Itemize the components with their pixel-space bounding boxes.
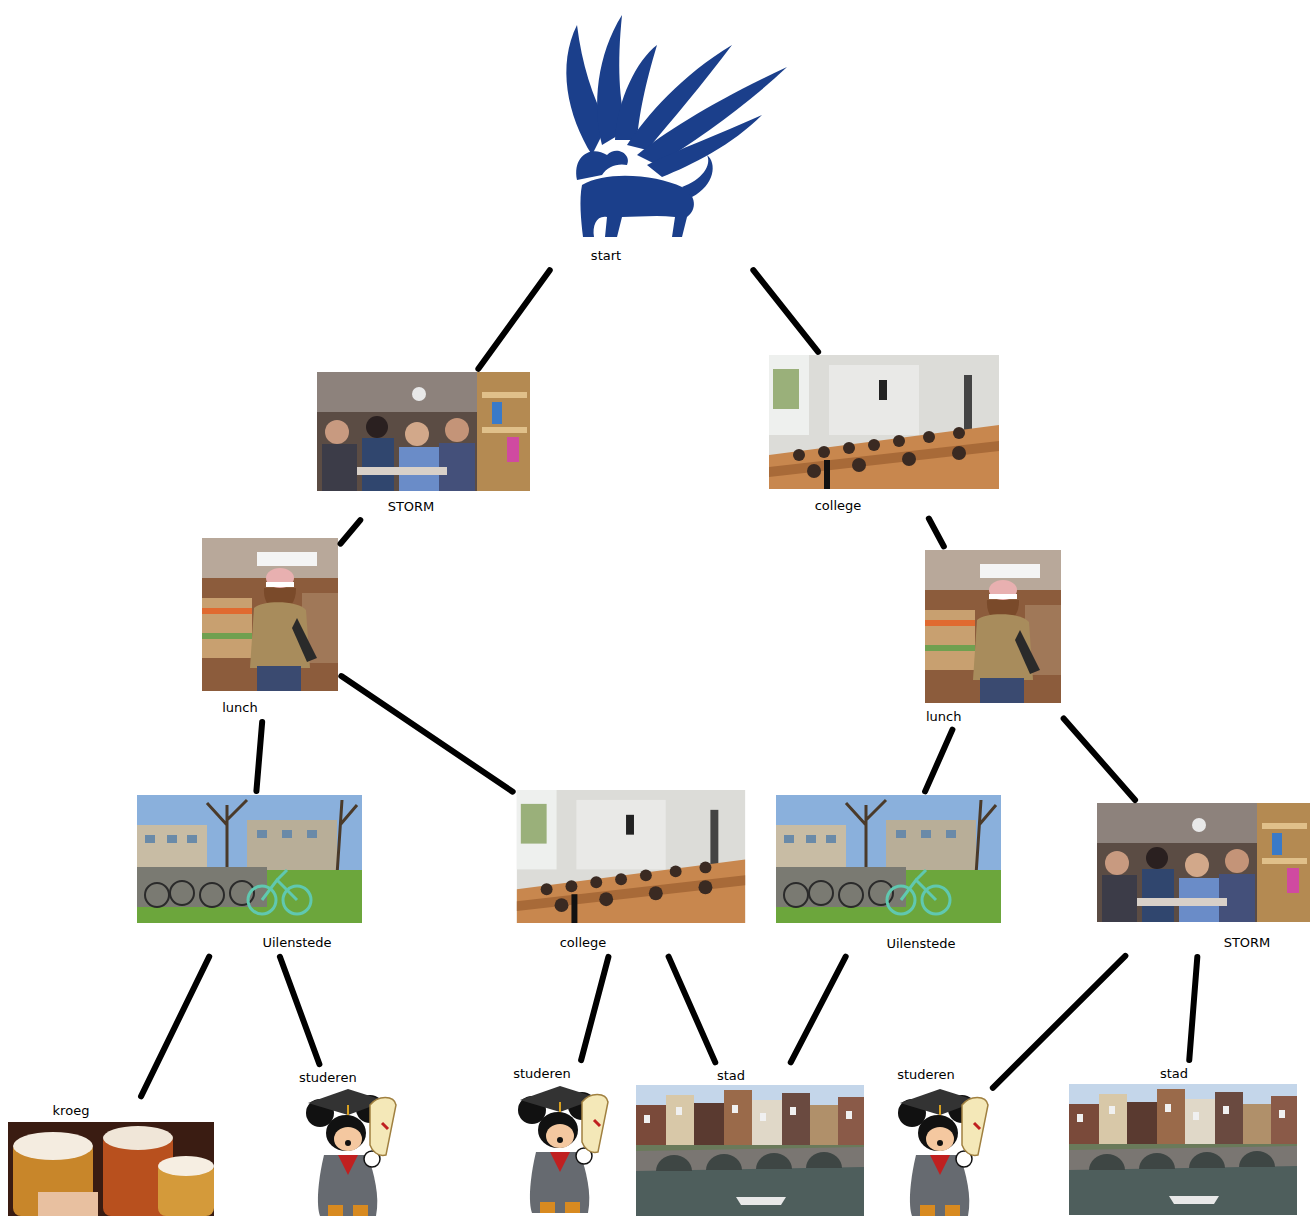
canal-photo	[636, 1085, 864, 1216]
beer-photo	[8, 1122, 214, 1216]
tree-connector	[341, 676, 512, 792]
photo-node: Uilenstede	[137, 795, 362, 953]
node-label: college	[814, 498, 863, 513]
connector-line	[341, 520, 361, 544]
graduate-figure	[898, 1089, 988, 1216]
photo-node: studeren	[510, 1064, 610, 1216]
storm-photo	[317, 372, 530, 491]
tree-connector	[791, 957, 846, 1063]
lecture-hall-photo	[517, 790, 745, 923]
photo-node: STORM	[317, 372, 530, 517]
graduate-figure	[518, 1086, 608, 1213]
tree-connector	[1189, 957, 1197, 1060]
tree-connector	[753, 270, 818, 352]
photo-node: studeren	[890, 1065, 990, 1216]
connector-line	[993, 956, 1126, 1088]
uilenstede-photo	[776, 795, 1001, 923]
node-label: STORM	[1223, 935, 1272, 950]
photo-node: college	[516, 790, 746, 953]
tree-connector	[1064, 719, 1135, 800]
photo-node: lunch	[925, 550, 1061, 726]
photo-node: Uilenstede	[776, 795, 1001, 953]
node-label: stad	[716, 1068, 746, 1083]
uilenstede-photo	[137, 795, 362, 923]
photo-node: start	[497, 5, 797, 267]
canal-photo	[1069, 1084, 1297, 1215]
node-label: STORM	[387, 499, 436, 514]
node-label: Uilenstede	[261, 935, 332, 950]
storm-photo	[1097, 803, 1310, 922]
tree-connector	[478, 270, 549, 369]
connector-line	[1189, 957, 1197, 1060]
connector-line	[1064, 719, 1135, 800]
griffin-logo	[566, 15, 787, 237]
photo-node: lunch	[202, 538, 338, 718]
node-label: studeren	[298, 1070, 358, 1085]
lunch-photo	[202, 538, 338, 691]
connector-line	[791, 957, 846, 1063]
tree-connector	[669, 957, 716, 1063]
tree-connector	[141, 957, 209, 1097]
photo-node: kroeg	[8, 1100, 214, 1216]
connector-line	[341, 676, 512, 792]
tree-connector	[341, 520, 361, 544]
connector-line	[141, 957, 209, 1097]
graduate-figure	[306, 1089, 396, 1216]
tree-connector	[581, 957, 608, 1060]
photo-node: college	[769, 355, 999, 515]
node-label: Uilenstede	[885, 936, 956, 951]
photo-node: STORM	[1097, 803, 1310, 953]
connector-line	[753, 270, 818, 352]
connector-line	[581, 957, 608, 1060]
node-label: studeren	[512, 1066, 572, 1081]
node-label: lunch	[221, 700, 258, 715]
photo-node: stad	[1069, 1064, 1297, 1216]
lunch-photo	[925, 550, 1061, 703]
node-label: lunch	[925, 709, 962, 724]
node-label: studeren	[896, 1067, 956, 1082]
node-label: kroeg	[52, 1103, 91, 1118]
node-label: start	[590, 248, 622, 263]
tree-connector	[925, 730, 952, 792]
photo-node: studeren	[298, 1068, 398, 1216]
node-label: stad	[1159, 1066, 1189, 1081]
tree-connector	[929, 519, 944, 547]
connector-line	[280, 957, 320, 1064]
photo-node: stad	[636, 1066, 864, 1216]
connector-line	[929, 519, 944, 547]
lecture-hall-photo	[769, 355, 999, 489]
node-label: college	[559, 935, 608, 950]
connector-line	[669, 957, 716, 1063]
tree-connector	[280, 957, 320, 1064]
tree-connector	[256, 722, 262, 791]
connector-line	[256, 722, 262, 791]
connector-line	[925, 730, 952, 792]
connector-line	[478, 270, 549, 369]
tree-connector	[993, 956, 1126, 1088]
